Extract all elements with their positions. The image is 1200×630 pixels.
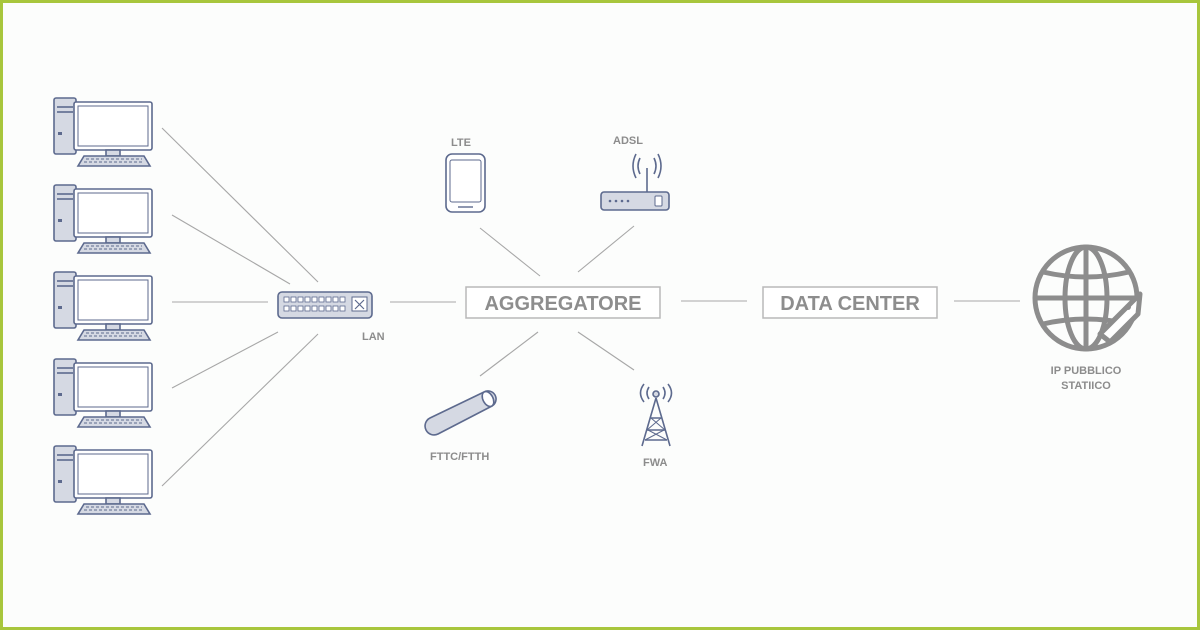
fttc-label: FTTC/FTTH — [430, 451, 489, 463]
antenna-tower-icon — [639, 383, 673, 447]
connection-lines — [161, 127, 1020, 487]
adsl-label: ADSL — [613, 135, 643, 147]
aggregatore-node: AGGREGATORE — [465, 286, 661, 319]
switch-icon — [277, 291, 373, 319]
fiber-cable-icon — [424, 390, 497, 436]
smartphone-icon — [445, 153, 486, 213]
computer-icon — [53, 97, 153, 167]
aggregatore-label: AGGREGATORE — [484, 293, 641, 315]
globe-icon — [1032, 244, 1143, 352]
fwa-label: FWA — [643, 457, 667, 469]
router-icon — [600, 153, 670, 211]
computer-icon — [53, 445, 153, 515]
computer-icon — [53, 271, 153, 341]
ip-label-line1: IP PUBBLICO — [1051, 365, 1122, 377]
computer-icon — [53, 358, 153, 428]
ip-label-line2: STATIICO — [1061, 380, 1111, 392]
data-center-node: DATA CENTER — [762, 286, 938, 319]
lan-label: LAN — [362, 331, 385, 343]
data-center-label: DATA CENTER — [780, 293, 920, 315]
lte-label: LTE — [451, 137, 471, 149]
computer-icon — [53, 184, 153, 254]
